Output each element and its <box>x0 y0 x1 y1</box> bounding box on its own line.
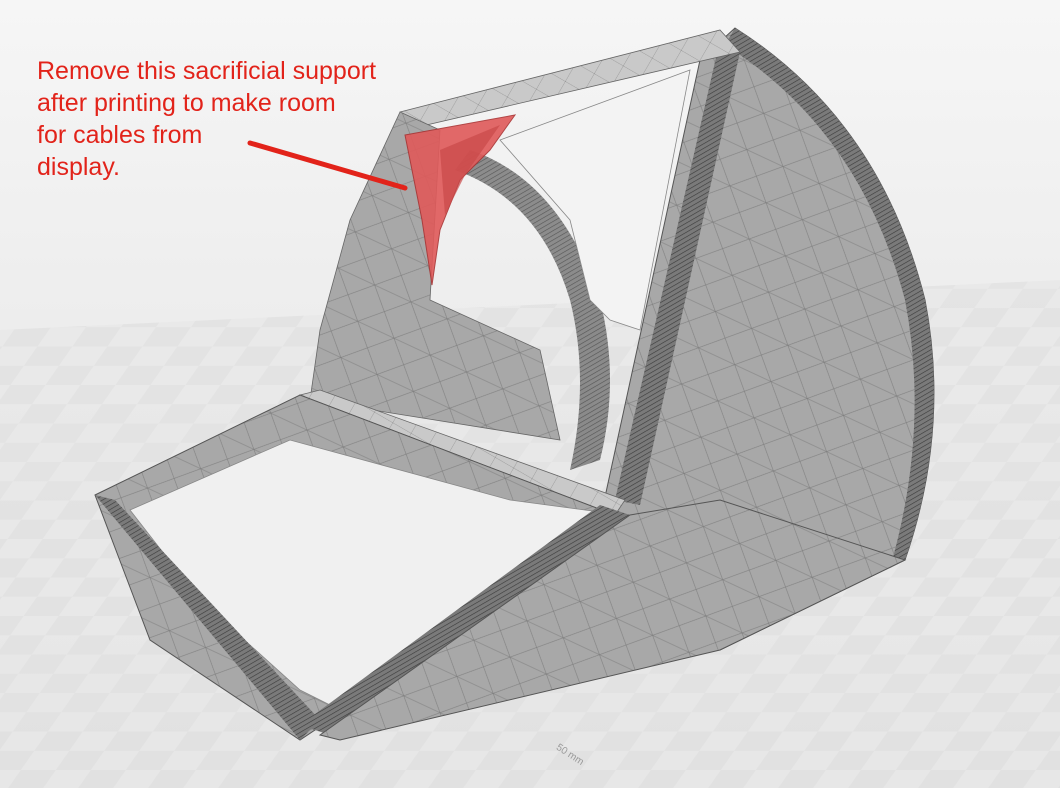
stand-rim-outer <box>725 28 934 568</box>
annotation-text: Remove this sacrificial support after pr… <box>37 55 457 183</box>
stand-rim-front <box>300 505 630 735</box>
annotation-line-1: Remove this sacrificial support <box>37 57 377 85</box>
annotation-arrow <box>247 140 408 191</box>
annotation-line-2: after printing to make room <box>37 89 336 117</box>
stand-model[interactable] <box>94 27 935 741</box>
stand-front-pillar <box>615 40 740 505</box>
annotation-line-3: for cables from <box>37 121 203 149</box>
sacrificial-support-shading <box>440 125 500 215</box>
display-opening <box>499 69 691 331</box>
annotation-line-4: display. <box>37 153 120 181</box>
stand-bottom-body <box>318 499 907 741</box>
stand-rim-left <box>95 495 320 740</box>
cable-channel <box>455 150 610 470</box>
